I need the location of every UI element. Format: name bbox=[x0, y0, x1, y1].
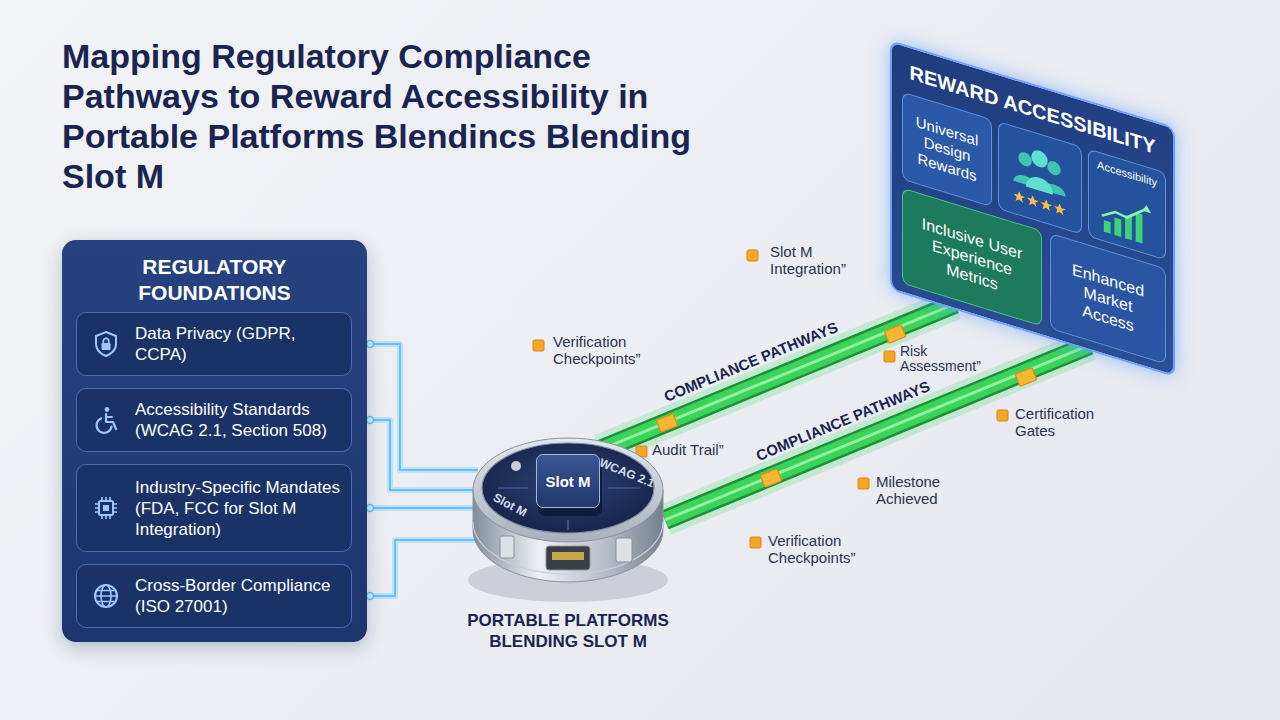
reward-tile: Universal Design Rewards bbox=[902, 92, 992, 208]
node-text: Universal Design Rewards bbox=[907, 110, 987, 188]
wire-glow bbox=[352, 344, 478, 470]
node-text: REGULATORY FOUNDATIONS bbox=[62, 254, 367, 306]
wire-line bbox=[352, 540, 478, 596]
regulation-icon bbox=[91, 405, 121, 435]
wire-dot bbox=[367, 593, 374, 600]
people-icon bbox=[1013, 143, 1065, 216]
portable-device: WCAG 2.1Slot MPORTABLE PLATFORMS BLENDIN… bbox=[468, 430, 668, 605]
pathway-label: COMPLIANCE PATHWAYS bbox=[661, 318, 840, 406]
callout-label: Verification Checkpoints” bbox=[553, 333, 665, 367]
wire-line bbox=[352, 420, 478, 490]
wire-dot bbox=[367, 505, 374, 512]
node-text: Slot M bbox=[546, 473, 591, 490]
callout-label: Audit Trail” bbox=[652, 441, 724, 458]
node-text: Accessibility Standards (WCAG 2.1, Secti… bbox=[135, 399, 343, 441]
regulation-box: Industry-Specific Mandates (FDA, FCC for… bbox=[76, 464, 352, 552]
callout-label: Risk Assessment” bbox=[900, 344, 992, 374]
signal-wire bbox=[352, 341, 478, 471]
wire-glow bbox=[352, 505, 478, 511]
node-text: Accessibility bbox=[1092, 157, 1162, 191]
regulation-box: Accessibility Standards (WCAG 2.1, Secti… bbox=[76, 388, 352, 452]
regulation-icon bbox=[95, 585, 117, 607]
signal-wire bbox=[352, 505, 478, 512]
foundations-panel: REGULATORY FOUNDATIONS Data Privacy (GDPR… bbox=[62, 240, 367, 642]
callout-label: Verification Checkpoints” bbox=[768, 532, 880, 566]
reward-panel: REWARD ACCESSIBILITYUniversal Design Rew… bbox=[890, 40, 1175, 377]
regulation-icon bbox=[91, 329, 121, 359]
reward-tile: Accessibility bbox=[1088, 149, 1166, 261]
regulation-icon bbox=[95, 497, 117, 519]
node-text: Cross-Border Compliance (ISO 27001) bbox=[135, 575, 343, 617]
node-text: PORTABLE PLATFORMS BLENDING SLOT M bbox=[438, 610, 698, 652]
wire-dot bbox=[367, 417, 374, 424]
wire-line bbox=[352, 344, 478, 470]
growth-chart-icon bbox=[1098, 189, 1156, 251]
callout-label: Milestone Achieved bbox=[876, 473, 968, 507]
regulation-box: Data Privacy (GDPR, CCPA) bbox=[76, 312, 352, 376]
signal-wire bbox=[352, 540, 478, 600]
callout-label: Certification Gates bbox=[1015, 405, 1115, 439]
wire-dot bbox=[367, 341, 374, 348]
people-icon bbox=[999, 122, 1080, 232]
wire-glow bbox=[352, 420, 478, 490]
diagram-title: Mapping Regulatory Compliance Pathways t… bbox=[62, 36, 702, 196]
callout-marker bbox=[858, 478, 869, 489]
band-checkpoints bbox=[656, 325, 1037, 488]
reward-icon-tile bbox=[998, 121, 1082, 235]
signal-wire bbox=[352, 417, 478, 491]
growth-chart-icon bbox=[1102, 191, 1151, 246]
node-text: Enhanced Market Access bbox=[1059, 255, 1157, 342]
node-text: Industry-Specific Mandates (FDA, FCC for… bbox=[135, 477, 343, 540]
node-text: Inclusive User Experience Metrics bbox=[911, 210, 1033, 304]
regulation-icon bbox=[97, 407, 116, 433]
callout-marker bbox=[747, 250, 758, 261]
regulation-icon bbox=[91, 581, 121, 611]
callout-marker bbox=[533, 340, 544, 351]
pathway-label: COMPLIANCE PATHWAYS bbox=[753, 377, 932, 465]
band-checkpoint bbox=[1015, 368, 1037, 387]
callout-marker bbox=[750, 537, 761, 548]
node-text: Data Privacy (GDPR, CCPA) bbox=[135, 323, 343, 365]
wire-glow bbox=[352, 540, 478, 596]
regulation-box: Cross-Border Compliance (ISO 27001) bbox=[76, 564, 352, 628]
callout-marker bbox=[997, 410, 1008, 421]
callout-label: Slot M Integration” bbox=[770, 243, 888, 277]
regulation-icon bbox=[96, 332, 116, 356]
regulation-icon bbox=[91, 493, 121, 523]
band-checkpoint bbox=[656, 414, 678, 433]
callout-marker bbox=[884, 351, 895, 362]
device-illustration bbox=[468, 438, 668, 602]
slot-chip: Slot M bbox=[536, 454, 600, 508]
band-checkpoint bbox=[760, 469, 782, 488]
band-checkpoint bbox=[884, 325, 906, 344]
